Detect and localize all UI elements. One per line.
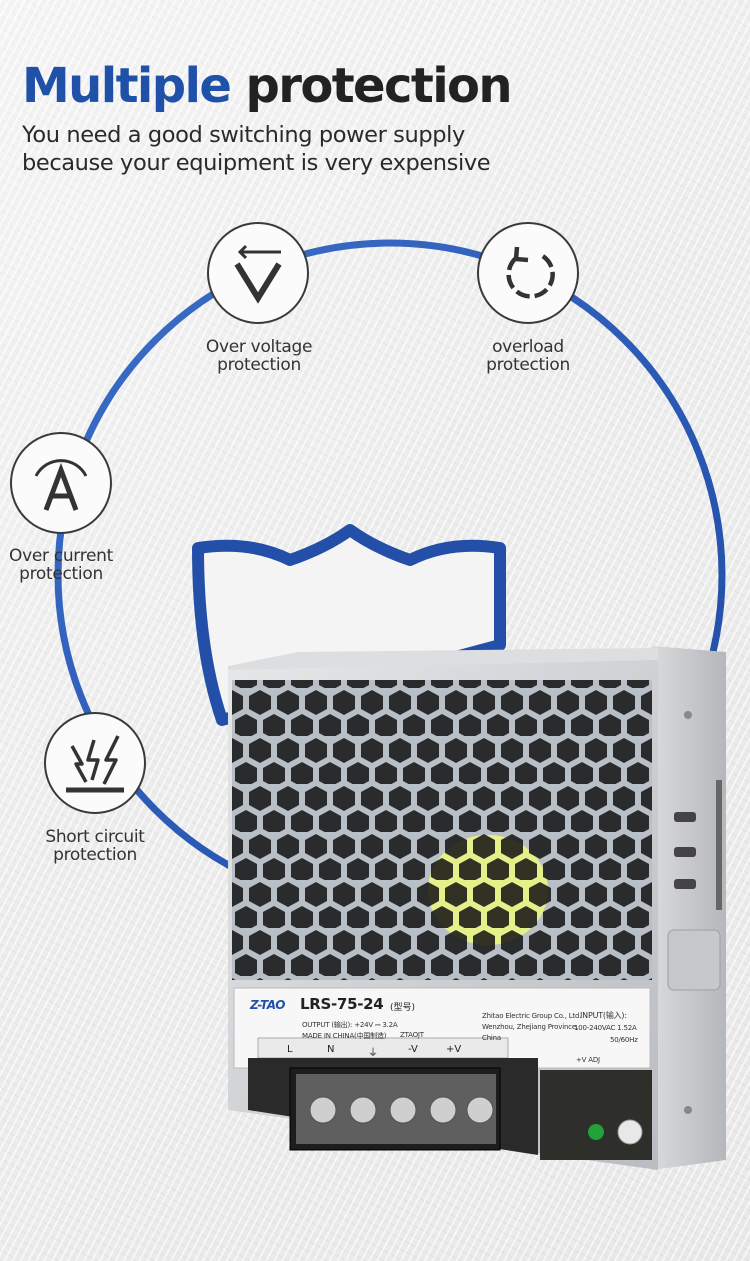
product-input-title: INPUT(输入): — [580, 1011, 627, 1020]
psu-pcb — [540, 1070, 652, 1160]
product-input-value: 100-240VAC 1.52A — [574, 1024, 637, 1032]
over-current-label: Over current protection — [0, 547, 146, 583]
psu-barcode — [716, 780, 722, 910]
overload-icon-circle — [477, 222, 579, 324]
over-voltage-icon-circle — [207, 222, 309, 324]
short-circuit-label-line-1: Short circuit — [45, 827, 145, 847]
psu-vent-slot-1 — [674, 812, 696, 822]
overload-icon — [506, 246, 555, 299]
short-circuit-label: Short circuit protection — [10, 828, 180, 864]
overload-label: overload protection — [443, 338, 613, 374]
terminal-label-n: N — [327, 1044, 335, 1055]
product-output: OUTPUT (输出): +24V ⎓ 3.2A — [302, 1021, 398, 1029]
over-current-icon-circle — [10, 432, 112, 534]
psu-side-bracket — [667, 929, 721, 991]
psu-vent-slot-3 — [674, 879, 696, 889]
power-supply-product — [228, 646, 726, 1170]
over-current-icon — [34, 459, 88, 511]
over-current-label-line-2: protection — [19, 564, 103, 584]
terminal-label-ground: ⏚ — [368, 1048, 378, 1059]
headline-highlight: Multiple — [22, 58, 232, 114]
psu-side-panel — [652, 646, 726, 1170]
product-made-in: MADE IN CHINA(中国制造) — [302, 1032, 387, 1040]
over-current-label-line-1: Over current — [8, 546, 114, 566]
product-company-2: Wenzhou, Zhejiang Province, — [482, 1023, 578, 1031]
short-circuit-label-line-2: protection — [53, 845, 137, 865]
subtitle-line-2: because your equipment is very expensive — [22, 150, 491, 176]
short-circuit-icon — [66, 735, 124, 793]
psu-adj-pot — [617, 1119, 643, 1145]
psu-led — [588, 1124, 604, 1140]
terminal-label-minus-v: -V — [408, 1044, 418, 1055]
headline: Multiple protection — [22, 58, 513, 114]
product-adj: +V ADJ — [576, 1056, 600, 1064]
product-input-freq: 50/60Hz — [610, 1036, 638, 1044]
product-model: LRS-75-24 — [300, 995, 384, 1013]
terminal-label-plus-v: +V — [446, 1044, 462, 1055]
subtitle: You need a good switching power supply b… — [22, 121, 542, 177]
terminal-label-l: L — [287, 1044, 293, 1055]
over-voltage-icon — [234, 244, 282, 304]
product-code: ZTAOJT — [400, 1031, 424, 1039]
over-voltage-label: Over voltage protection — [174, 338, 344, 374]
headline-rest: protection — [245, 58, 512, 114]
psu-hex-mesh — [232, 680, 652, 980]
product-company-3: China — [482, 1034, 501, 1042]
product-brand: Z-TAO — [250, 998, 285, 1012]
overload-label-line-1: overload — [492, 337, 564, 357]
subtitle-line-1: You need a good switching power supply — [22, 122, 465, 148]
psu-vent-slot-2 — [674, 847, 696, 857]
overload-label-line-2: protection — [486, 355, 570, 375]
over-voltage-label-line-2: protection — [217, 355, 301, 375]
short-circuit-icon-circle — [44, 712, 146, 814]
product-model-cn: (型号) — [390, 1003, 416, 1013]
product-company-1: Zhitao Electric Group Co., Ltd. — [482, 1012, 582, 1020]
over-voltage-label-line-1: Over voltage — [205, 337, 313, 357]
